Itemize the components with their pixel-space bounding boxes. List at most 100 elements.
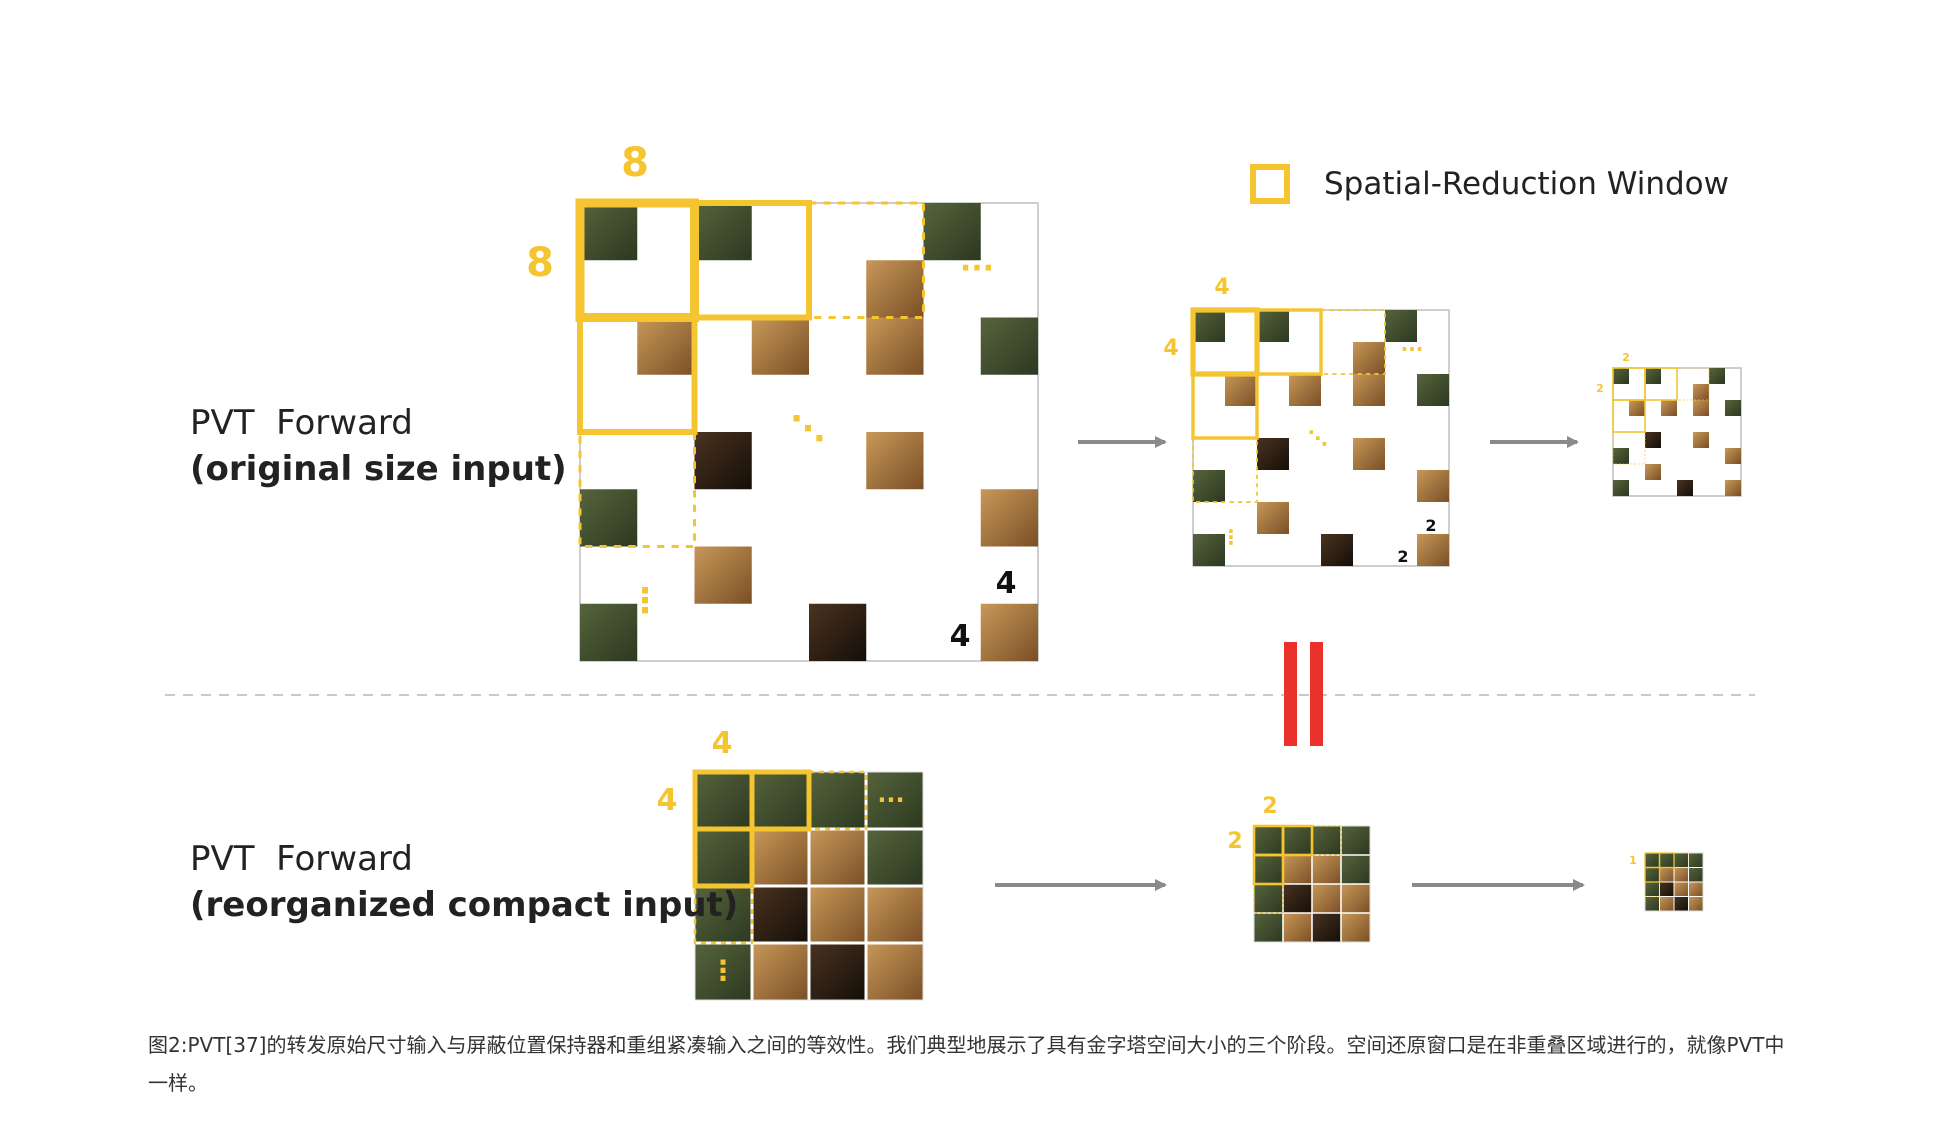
sr-window-dashed bbox=[1644, 881, 1660, 897]
visible-patch bbox=[1613, 480, 1629, 496]
compact-patch bbox=[1674, 867, 1689, 882]
compact-patch bbox=[1688, 853, 1703, 868]
compact-patch bbox=[1283, 884, 1312, 913]
grid-stage3-original bbox=[1612, 367, 1742, 497]
compact-patch bbox=[1659, 882, 1674, 897]
label-compact-height: 4 bbox=[657, 783, 678, 818]
visible-patch bbox=[1725, 400, 1741, 416]
compact-patch bbox=[752, 943, 809, 1000]
visible-patch bbox=[1645, 368, 1661, 384]
row-original-title: PVT Forward bbox=[190, 403, 413, 443]
visible-patch bbox=[694, 432, 752, 490]
ellipsis-vertical: ⋮ bbox=[628, 581, 662, 621]
row-original-subtitle: (original size input) bbox=[190, 449, 567, 489]
visible-patch bbox=[866, 432, 924, 490]
ellipsis-horizontal: ··· bbox=[960, 251, 994, 286]
figure-caption: 图2:PVT[37]的转发原始尺寸输入与屏蔽位置保持器和重组紧凑输入之间的等效性… bbox=[148, 1033, 1785, 1095]
stage2-ellipsis-vertical: ⋮ bbox=[1221, 525, 1241, 549]
grid-stage2-compact bbox=[1252, 824, 1371, 943]
sr-window-dashed bbox=[1253, 883, 1284, 914]
compact-patch bbox=[809, 886, 866, 943]
sr-window bbox=[1644, 866, 1661, 883]
compact-patch bbox=[1254, 913, 1283, 942]
compact-ellipsis-vertical: ⋮ bbox=[709, 954, 737, 987]
label-stage2-height: 4 bbox=[1163, 336, 1178, 361]
ellipsis-diagonal: ⋱ bbox=[791, 409, 825, 449]
compact-patch bbox=[1254, 855, 1283, 884]
visible-patch bbox=[1225, 374, 1257, 406]
compact-patch bbox=[1688, 896, 1703, 911]
sr-window-active bbox=[1190, 307, 1260, 377]
compact-patch bbox=[1254, 884, 1283, 913]
label-window-width: 8 bbox=[621, 140, 649, 186]
visible-patch bbox=[1417, 534, 1449, 566]
sr-window bbox=[749, 769, 812, 832]
label-patch-width: 4 bbox=[996, 566, 1017, 601]
row-compact-title: PVT Forward bbox=[190, 839, 413, 879]
sr-window-dashed bbox=[1673, 852, 1689, 868]
visible-patch bbox=[1385, 310, 1417, 342]
compact-patch bbox=[752, 886, 809, 943]
visible-patch bbox=[580, 489, 638, 547]
compact-ellipsis-horizontal: ··· bbox=[877, 786, 904, 814]
compact-patch bbox=[695, 886, 752, 943]
visible-patch bbox=[751, 317, 809, 375]
compact-patch bbox=[1312, 884, 1341, 913]
visible-patch bbox=[866, 260, 924, 318]
compact-patch bbox=[1659, 853, 1674, 868]
compact-patch bbox=[866, 772, 923, 829]
visible-patch bbox=[1693, 432, 1709, 448]
visible-patch bbox=[980, 489, 1038, 547]
visible-patch bbox=[1645, 432, 1661, 448]
label-stage2-width: 4 bbox=[1214, 275, 1229, 300]
compact-patch bbox=[866, 886, 923, 943]
compact-patch bbox=[1688, 882, 1703, 897]
visible-patch bbox=[1645, 464, 1661, 480]
compact-patch bbox=[1341, 855, 1370, 884]
compact-patch bbox=[809, 943, 866, 1000]
visible-patch bbox=[980, 317, 1038, 375]
visible-patch bbox=[866, 317, 924, 375]
compact-patch bbox=[1341, 884, 1370, 913]
legend-window-swatch bbox=[1250, 164, 1290, 204]
sr-window-dashed bbox=[1311, 825, 1342, 856]
label-compact2-width: 2 bbox=[1262, 794, 1277, 819]
label-window-height: 8 bbox=[526, 240, 554, 286]
compact-patch bbox=[809, 829, 866, 886]
visible-patch bbox=[1661, 400, 1677, 416]
legend-label: Spatial-Reduction Window bbox=[1324, 166, 1729, 202]
label-stage2-patch-width: 2 bbox=[1425, 516, 1436, 535]
visible-patch bbox=[1289, 374, 1321, 406]
stage2-ellipsis-diagonal: ⋱ bbox=[1308, 426, 1328, 450]
sr-window-active bbox=[575, 198, 699, 322]
row-original-title-block: PVT Forward (original size input) bbox=[190, 400, 567, 492]
compact-patch bbox=[752, 772, 809, 829]
equivalence-sign bbox=[1284, 642, 1323, 746]
sr-window-dashed bbox=[1612, 431, 1646, 465]
visible-patch bbox=[580, 203, 638, 261]
visible-patch bbox=[1353, 342, 1385, 374]
visible-patch bbox=[1629, 400, 1645, 416]
compact-patch bbox=[1312, 826, 1341, 855]
compact-patch bbox=[752, 829, 809, 886]
label-compact-width: 4 bbox=[712, 726, 733, 761]
visible-patch bbox=[809, 603, 867, 661]
sr-window-dashed bbox=[1320, 309, 1386, 375]
label-stage2-patch-height: 2 bbox=[1397, 547, 1408, 566]
compact-patch bbox=[1659, 867, 1674, 882]
stage2-ellipsis-horizontal: ··· bbox=[1401, 337, 1424, 361]
visible-patch bbox=[1353, 374, 1385, 406]
grid-stage1-compact bbox=[692, 769, 924, 1001]
sr-window-dashed bbox=[693, 884, 754, 945]
row-compact-title-block: PVT Forward (reorganized compact input) bbox=[190, 836, 738, 928]
compact-patch bbox=[1645, 853, 1660, 868]
sr-window bbox=[1658, 852, 1675, 869]
visible-patch bbox=[1725, 480, 1741, 496]
visible-patch bbox=[980, 603, 1038, 661]
compact-patch bbox=[1645, 867, 1660, 882]
visible-patch bbox=[637, 317, 695, 375]
sr-window-dashed bbox=[1676, 367, 1710, 401]
visible-patch bbox=[1257, 310, 1289, 342]
visible-patch bbox=[1193, 310, 1225, 342]
